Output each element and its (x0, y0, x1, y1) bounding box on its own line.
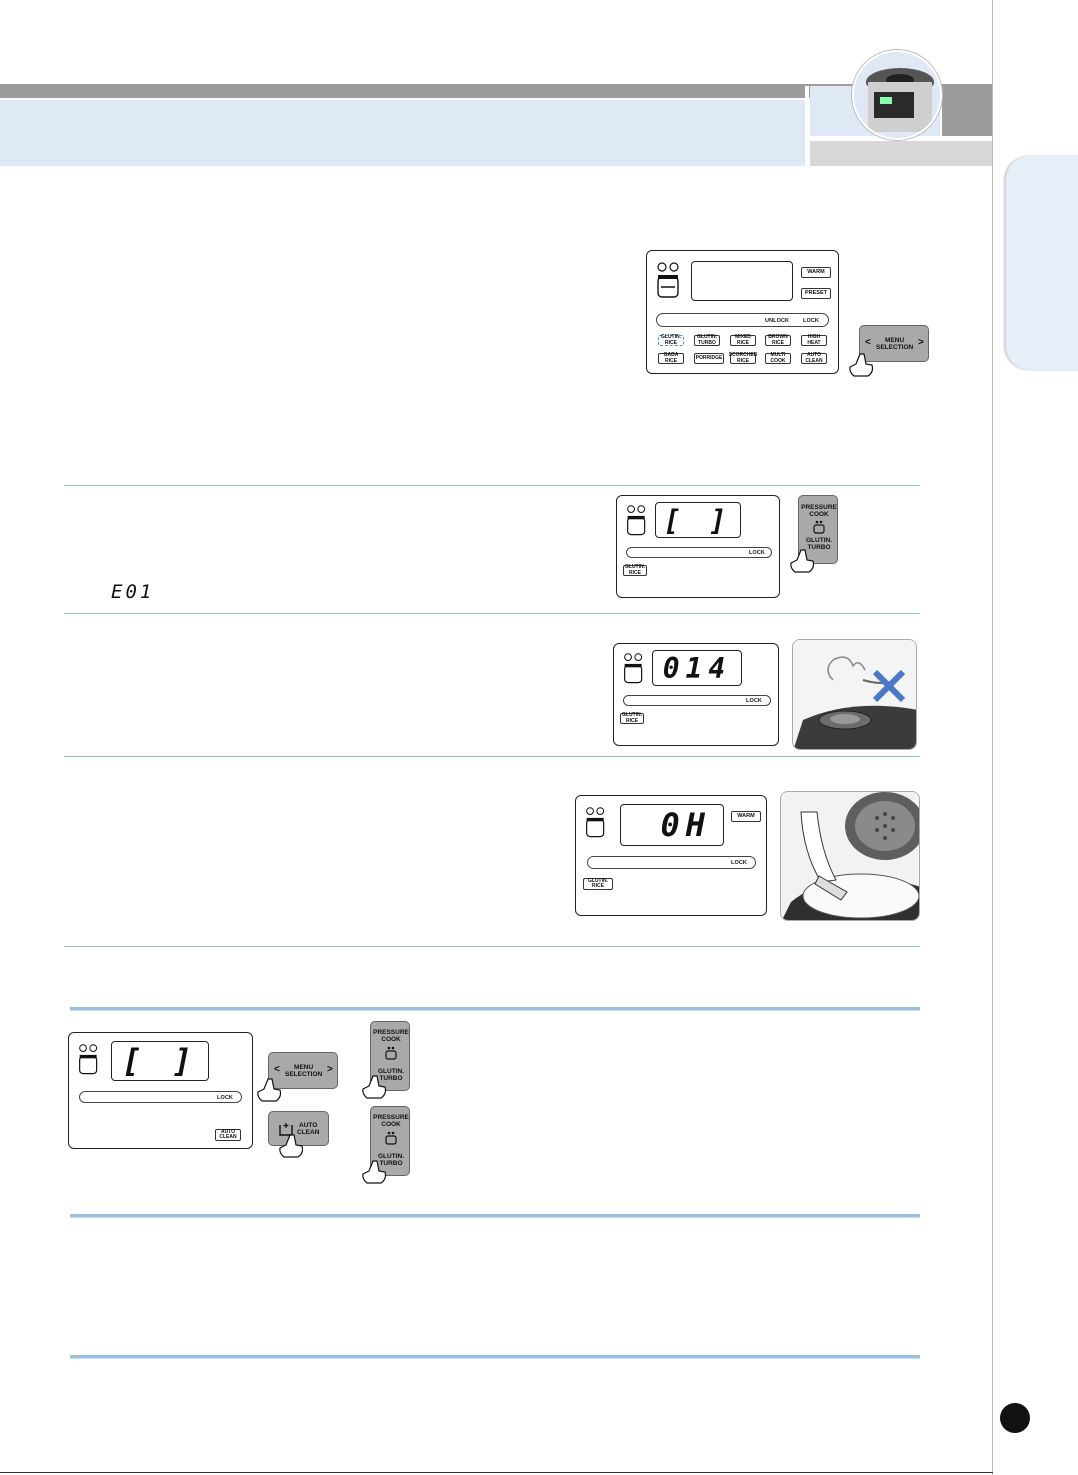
header-divider (805, 86, 809, 166)
lock-slider[interactable]: LOCK (587, 856, 756, 869)
lock-slider[interactable]: LOCK (626, 547, 772, 558)
warm-indicator: WARM (731, 811, 761, 822)
cooker-status-icon (79, 1044, 98, 1075)
lcd-display (691, 261, 793, 301)
rice-cooker-icon (854, 52, 940, 138)
cooker-status-icon (586, 807, 605, 838)
step3-panel: 0H WARM LOCK GLUTIN. RICE (575, 795, 767, 916)
pointing-hand-icon (257, 1078, 282, 1102)
menu-button-gaba-rice[interactable]: GABA RICE (658, 352, 684, 364)
lcd-display: [ ] (111, 1041, 209, 1081)
mode-indicator: GLUTIN. RICE (620, 712, 644, 724)
clean-panel: [ ] LOCK AUTO CLEAN (68, 1032, 253, 1149)
rice-cooker-thumbnail (852, 50, 942, 140)
lock-slider[interactable]: LOCK (79, 1091, 242, 1103)
steam-vent-illustration (793, 640, 916, 749)
box-bottom-rule (70, 1355, 920, 1359)
cooker-status-icon (627, 505, 646, 536)
section-divider (64, 485, 920, 486)
pointing-hand-icon (790, 549, 815, 573)
warm-button[interactable]: WARM (801, 267, 831, 278)
lcd-display: 014 (652, 650, 742, 686)
menu-button-multi-cook[interactable]: MULTI COOK (765, 352, 791, 364)
header-subtitle-strip (810, 141, 993, 166)
menu-button-glutin-rice[interactable]: GLUTIN. RICE (658, 334, 684, 346)
header-grey-bar (0, 84, 993, 98)
box-bottom-rule (70, 1214, 920, 1218)
header-title-band (0, 100, 805, 166)
box-top-rule (70, 1007, 920, 1011)
menu-button-mixed-rice[interactable]: MIXED RICE (730, 334, 756, 346)
clean-icon (279, 1123, 293, 1136)
lcd-display: [ ] (655, 502, 741, 538)
menu-button-glutin-turbo[interactable]: GLUTIN. TURBO (694, 334, 720, 346)
pot-icon (813, 520, 825, 534)
mode-indicator: GLUTIN. RICE (583, 878, 613, 890)
inner-pot-photo (780, 791, 920, 921)
steam-warning-photo (792, 639, 917, 750)
menu-button-brown-rice[interactable]: BROWN RICE (765, 334, 791, 346)
pot-icon (385, 1046, 397, 1060)
margin-rule (992, 0, 993, 1475)
lock-slider[interactable]: UNLOCK LOCK (656, 313, 829, 327)
menu-button-scorched-rice[interactable]: SCORCHED RICE (728, 352, 758, 364)
lock-label: LOCK (803, 318, 819, 324)
chapter-tab (1006, 156, 1078, 370)
rice-stirring-illustration (781, 792, 919, 920)
cooker-status-icon (624, 653, 643, 684)
error-code: E01 (111, 581, 155, 603)
pointing-hand-icon (849, 353, 874, 377)
menu-selection-button[interactable]: < MENU SELECTION > (268, 1052, 338, 1089)
control-panel: WARM PRESET UNLOCK LOCK GLUTIN. RICE GLU… (646, 250, 839, 374)
menu-button-auto-clean[interactable]: AUTO CLEAN (801, 352, 827, 364)
page-number-dot (1000, 1403, 1030, 1433)
pointing-hand-icon (362, 1160, 387, 1184)
lock-slider[interactable]: LOCK (623, 695, 771, 706)
mode-indicator: GLUTIN. RICE (623, 564, 647, 576)
header-cell-grey (942, 86, 993, 136)
auto-clean-button[interactable]: AUTO CLEAN (268, 1111, 329, 1146)
section-divider (64, 756, 920, 757)
section-divider (64, 946, 920, 947)
pointing-hand-icon (362, 1075, 387, 1099)
menu-button-porridge[interactable]: PORRIDGE (694, 353, 724, 364)
unlock-label: UNLOCK (765, 318, 790, 324)
mode-indicator: AUTO CLEAN (215, 1129, 241, 1141)
menu-button-grid: GLUTIN. RICE GLUTIN. TURBO MIXED RICE BR… (655, 334, 835, 369)
menu-selection-button[interactable]: < MENU SELECTION > (859, 325, 929, 362)
pot-icon (385, 1131, 397, 1145)
section-divider (64, 613, 920, 614)
lcd-display: 0H (620, 804, 724, 846)
cooker-status-icon (657, 262, 679, 298)
pointing-hand-icon (279, 1134, 304, 1158)
menu-button-high-heat[interactable]: HIGH HEAT (801, 334, 827, 346)
footer-rule (0, 1472, 993, 1473)
preset-button[interactable]: PRESET (801, 288, 831, 299)
step1-panel: [ ] LOCK GLUTIN. RICE (616, 495, 780, 598)
step2-panel: 014 LOCK GLUTIN. RICE (613, 643, 779, 746)
pressure-cook-button[interactable]: PRESSURE COOK GLUTIN. TURBO (370, 1106, 410, 1176)
